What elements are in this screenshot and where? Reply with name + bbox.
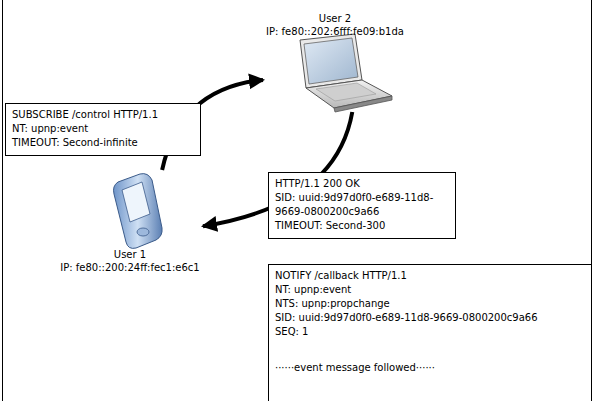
device-node: User 2IP: fe80::202:6fff:fe09:b1da [263,12,407,112]
device-name: User 2 [319,12,351,25]
message-line: NT: upnp:event [275,283,586,297]
message-line: TIMEOUT: Second-300 [275,219,450,233]
phone-icon [114,174,163,249]
message-line: SID: uuid:9d97d0f0-e689-11d8-9669-080020… [275,311,586,325]
message-line: NT: upnp:event [12,122,195,136]
device-node: User 1IP: fe80::200:24ff:fec1:e6c1 [57,170,203,274]
message-line: SID: uuid:9d97d0f0-e689-11d8-9669-080020… [275,191,450,219]
laptop-icon [300,34,392,112]
message-line: NTS: upnp:propchange [275,297,586,311]
device-name: User 1 [114,248,146,261]
frame-line [2,0,3,401]
message-line: SUBSCRIBE /control HTTP/1.1 [12,108,195,122]
message-line: NOTIFY /callback HTTP/1.1 [275,269,586,283]
message-line: SEQ: 1 [275,325,586,339]
message-line: HTTP/1.1 200 OK [275,177,450,191]
message-line: IP: fe80::202:6fff:fe09:b1da [266,25,404,38]
message-box: NOTIFY /callback HTTP/1.1NT: upnp:eventN… [268,264,592,401]
message-box: SUBSCRIBE /control HTTP/1.1NT: upnp:even… [5,103,201,156]
message-line: TIMEOUT: Second-infinite [12,136,195,150]
message-line: ······event message followed······ [275,361,586,375]
message-box: HTTP/1.1 200 OKSID: uuid:9d97d0f0-e689-1… [268,172,456,239]
message-line: IP: fe80::200:24ff:fec1:e6c1 [60,261,199,274]
